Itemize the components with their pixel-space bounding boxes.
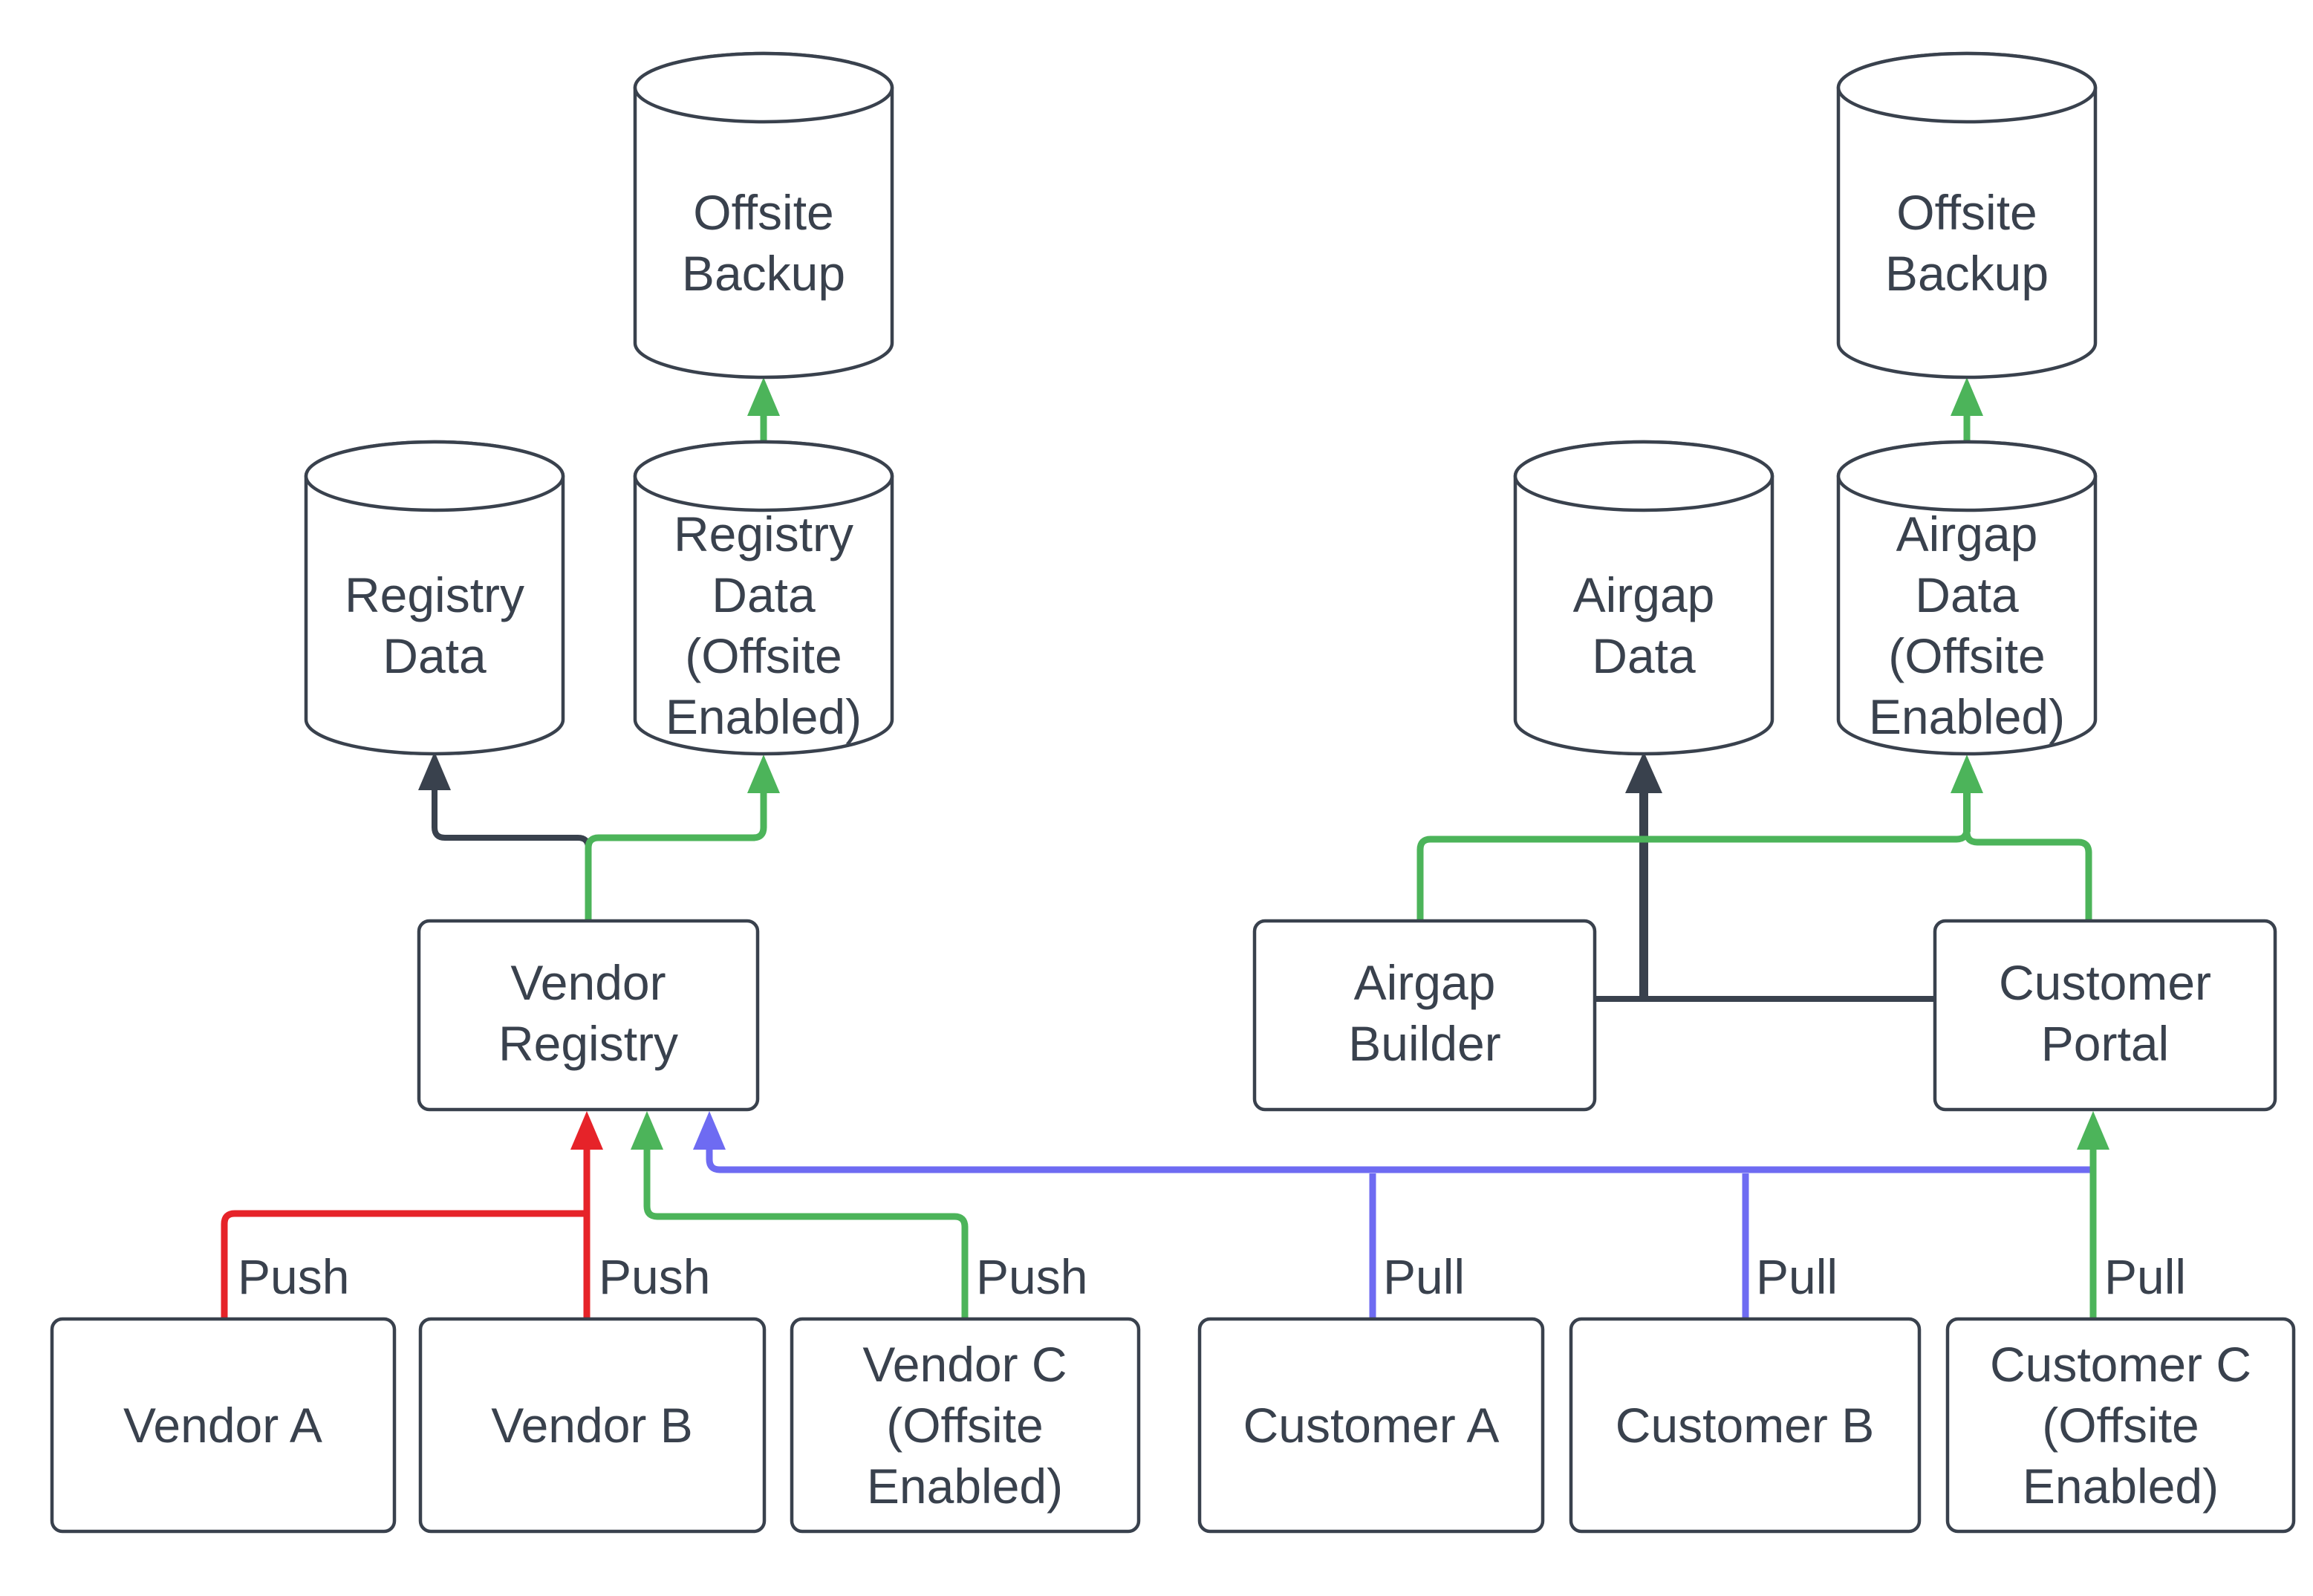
arrowhead-airgap-data-offsite (1951, 755, 1983, 793)
edge-label-push-vendor-c: Push (976, 1249, 1087, 1304)
node-customer-c: Customer C (Offsite Enabled) (1945, 1317, 2296, 1534)
edge-label-push-vendor-a: Push (238, 1249, 349, 1304)
arrowhead-push-red (570, 1111, 603, 1150)
node-label: Airgap (1573, 567, 1715, 622)
box-customer-a (1197, 1317, 1545, 1534)
node-label: Customer (1999, 955, 2211, 1010)
edge-vendor-c-push (643, 1150, 969, 1319)
node-label: Offsite (1896, 185, 2037, 240)
cylinder-airgap-data-offsite-top (1836, 440, 2098, 512)
node-label: Builder (1348, 1016, 1500, 1071)
node-label: (Offsite (1888, 628, 2046, 683)
edge-label-pull-customer-a: Pull (1383, 1249, 1465, 1304)
node-vendor-a: Vendor A (50, 1317, 397, 1534)
node-label: Backup (1885, 246, 2049, 301)
box-customer-c (1945, 1317, 2296, 1534)
node-customer-portal: Customer Portal (1933, 919, 2277, 1112)
node-label: (Offsite (886, 1398, 1044, 1453)
box-vendor-c (790, 1317, 1141, 1534)
box-vendor-b (418, 1317, 767, 1534)
node-vendor-c: Vendor C (Offsite Enabled) (790, 1317, 1141, 1534)
edge-pull-main-blue (706, 1150, 2093, 1173)
arrowhead-pull-blue (693, 1111, 726, 1150)
node-label: Portal (2041, 1016, 2169, 1071)
node-label: Registry (345, 567, 524, 622)
node-customer-b: Customer B (1569, 1317, 1922, 1534)
box-vendor-a (50, 1317, 397, 1534)
node-label: Enabled) (666, 689, 862, 744)
node-label: Airgap (1896, 507, 2038, 561)
node-label: Registry (674, 507, 853, 561)
node-airgap-builder: Airgap Builder (1252, 919, 1597, 1112)
edge-vendor-registry-to-registry-data-offsite (585, 793, 767, 921)
cylinder-registry-data-top (304, 440, 565, 512)
box-vendor-registry (417, 919, 760, 1112)
arrowhead-registry-data (418, 752, 451, 790)
arrowhead-push-green (631, 1111, 663, 1150)
box-customer-b (1569, 1317, 1922, 1534)
arrowhead-registry-data-offsite (747, 755, 780, 793)
node-label: Data (712, 567, 816, 622)
arrowhead-offsite-backup-left (747, 377, 780, 416)
box-customer-portal (1933, 919, 2277, 1112)
edge-customer-portal-to-airgap-data-offsite (1963, 817, 2092, 921)
arrowhead-offsite-backup-right (1951, 377, 1983, 416)
node-label: (Offsite (685, 628, 842, 683)
edge-label-pull-customer-c: Pull (2104, 1249, 2186, 1304)
node-label: Offsite (693, 185, 834, 240)
node-label: Enabled) (1869, 689, 2065, 744)
node-label: Airgap (1354, 955, 1496, 1010)
node-label: Backup (682, 246, 845, 301)
cylinder-registry-data-offsite-top (633, 440, 894, 512)
box-airgap-builder (1252, 919, 1597, 1112)
node-label: Enabled) (867, 1459, 1063, 1514)
arrowhead-airgap-data (1625, 752, 1662, 793)
edge-label-pull-customer-b: Pull (1756, 1249, 1838, 1304)
cylinder-offsite-backup-right-top (1836, 51, 2098, 124)
node-label: Enabled) (2023, 1459, 2219, 1514)
edge-vendor-a-push (221, 1210, 587, 1319)
node-label: Customer B (1616, 1398, 1874, 1453)
node-vendor-b: Vendor B (418, 1317, 767, 1534)
node-label: Data (383, 628, 487, 683)
cylinder-airgap-data-top (1513, 440, 1774, 512)
node-label: Customer A (1243, 1398, 1500, 1453)
node-label: Data (1592, 628, 1696, 683)
node-registry-data: Registry Data (304, 440, 565, 756)
node-label: Vendor C (862, 1337, 1067, 1392)
node-airgap-data-offsite: Airgap Data (Offsite Enabled) (1836, 440, 2098, 756)
node-label: Vendor (510, 955, 666, 1010)
edge-label-push-vendor-b: Push (599, 1249, 710, 1304)
node-vendor-registry: Vendor Registry (417, 919, 760, 1112)
edge-vendor-registry-to-registry-data (432, 790, 591, 921)
node-label: Vendor B (491, 1398, 693, 1453)
node-offsite-backup-right: Offsite Backup (1836, 51, 2098, 380)
node-label: Vendor A (123, 1398, 322, 1453)
node-label: (Offsite (2042, 1398, 2199, 1453)
node-offsite-backup-left: Offsite Backup (633, 51, 894, 380)
cylinder-offsite-backup-left-top (633, 51, 894, 124)
node-airgap-data: Airgap Data (1513, 440, 1774, 756)
edge-airgap-builder-to-airgap-data-offsite (1416, 793, 1971, 921)
node-label: Registry (498, 1016, 678, 1071)
arrowhead-customer-portal-green (2077, 1111, 2109, 1150)
node-customer-a: Customer A (1197, 1317, 1545, 1534)
node-registry-data-offsite: Registry Data (Offsite Enabled) (633, 440, 894, 756)
node-label: Customer C (1990, 1337, 2251, 1392)
node-label: Data (1915, 567, 2019, 622)
